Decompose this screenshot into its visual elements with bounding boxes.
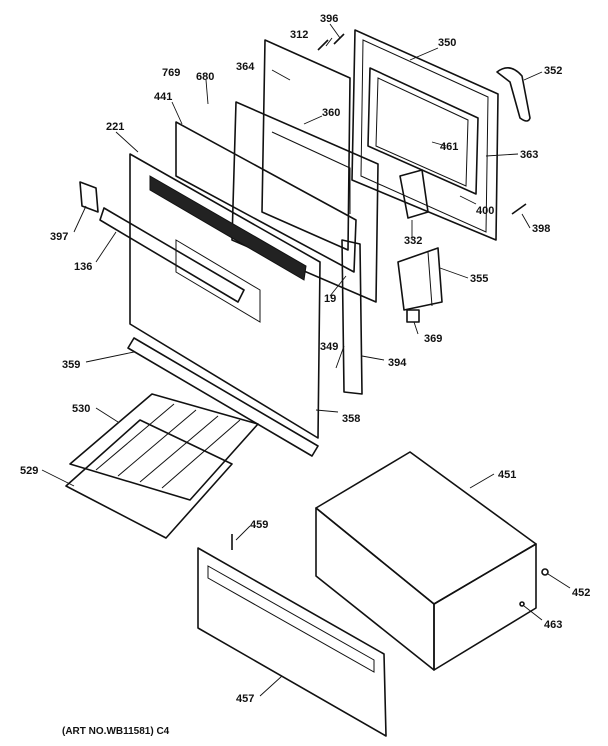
label-359: 359 (62, 359, 80, 371)
label-136: 136 (74, 261, 92, 273)
label-360: 360 (322, 107, 340, 119)
latch-bracket (399, 169, 429, 219)
label-394: 394 (388, 357, 407, 369)
label-457: 457 (236, 693, 254, 705)
label-398: 398 (532, 223, 550, 235)
window-pack (367, 67, 479, 195)
art-number-caption: (ART NO.WB11581) C4 (62, 726, 170, 737)
handle-end-cap (79, 181, 99, 213)
hinge-block (406, 309, 420, 323)
label-400: 400 (476, 205, 494, 217)
outer-door-panel (129, 153, 321, 439)
inner-door-liner (231, 101, 379, 303)
leader-lines (41, 23, 571, 697)
label-350: 350 (438, 37, 456, 49)
label-396: 396 (320, 13, 338, 25)
label-397: 397 (50, 231, 68, 243)
broiler-pan (65, 419, 233, 539)
label-461: 461 (440, 141, 458, 153)
label-459: 459 (250, 519, 268, 531)
broiler-grid (69, 393, 259, 501)
drawer-front (197, 547, 387, 737)
label-451: 451 (498, 469, 516, 481)
door-handle (99, 207, 245, 303)
label-352: 352 (544, 65, 562, 77)
top-screw-a (317, 39, 329, 51)
drawer-box (315, 451, 537, 671)
rear-door-panel (351, 29, 499, 241)
label-355: 355 (470, 273, 488, 285)
door-trim-frame (175, 121, 357, 273)
label-769: 769 (162, 67, 180, 79)
label-364: 364 (236, 61, 255, 73)
bottom-door-trim (127, 337, 319, 457)
label-529: 529 (20, 465, 38, 477)
label-441: 441 (154, 91, 172, 103)
label-349: 349 (320, 341, 338, 353)
rear-screw (511, 203, 527, 215)
top-screw-b (333, 33, 345, 45)
callout-labels: 396 312 350 769 680 364 352 441 360 221 … (20, 13, 590, 705)
drawer-screw (519, 601, 525, 607)
side-trim (341, 239, 363, 395)
label-312: 312 (290, 29, 308, 41)
label-369: 369 (424, 333, 442, 345)
door-hinge (397, 247, 443, 311)
door-gasket-strip (496, 67, 531, 122)
label-680: 680 (196, 71, 214, 83)
label-463: 463 (544, 619, 562, 631)
label-363: 363 (520, 149, 538, 161)
label-19: 19 (324, 293, 336, 305)
inner-door-frame (261, 39, 351, 251)
label-530: 530 (72, 403, 90, 415)
drawer-glide-bolt (541, 568, 549, 576)
label-452: 452 (572, 587, 590, 599)
label-332: 332 (404, 235, 422, 247)
label-221: 221 (106, 121, 124, 133)
label-358: 358 (342, 413, 360, 425)
